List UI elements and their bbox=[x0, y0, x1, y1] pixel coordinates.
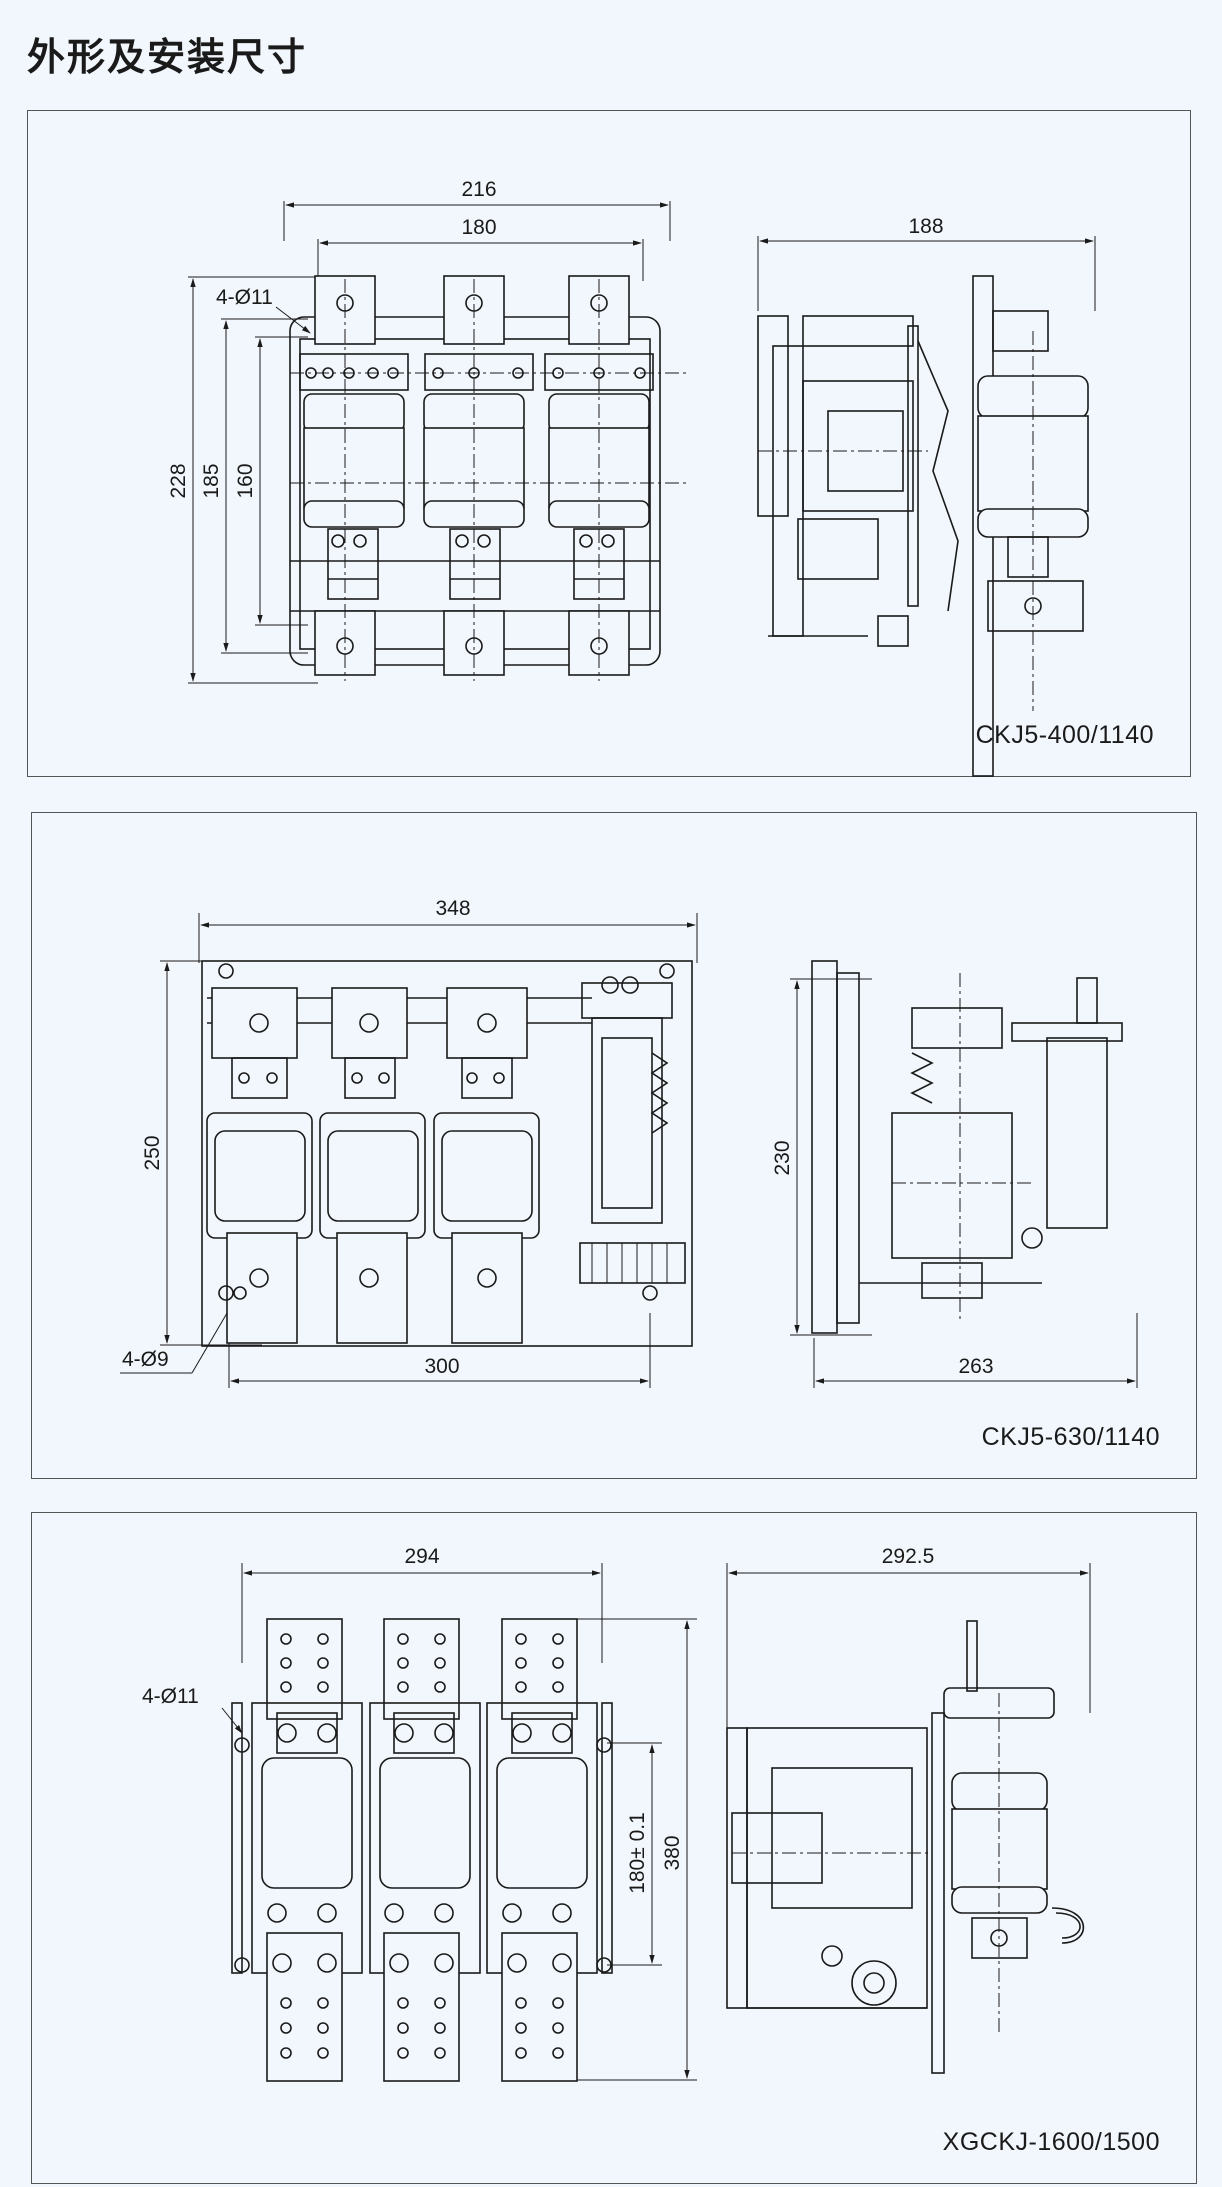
dim-294: 294 bbox=[404, 1545, 439, 1568]
dimension-overall-width: 294 bbox=[241, 1545, 603, 1663]
drawing-panel-xgckj-1600: 294 292.5 380 180± 0.1 4-Ø11 bbox=[31, 1512, 1197, 2184]
side-view-ckj5-630 bbox=[811, 960, 1123, 1334]
front-view-ckj5-630 bbox=[201, 960, 693, 1347]
page-title: 外形及安装尺寸 bbox=[27, 35, 308, 79]
drawing-ckj5-400: 216 180 228 185 160 4-Ø11 bbox=[167, 178, 1096, 777]
dim-380: 380 bbox=[661, 1835, 684, 1870]
dimension-side-height: 230 bbox=[771, 978, 872, 1336]
model-label-2: CKJ5-630/1140 bbox=[981, 1423, 1160, 1451]
dim-160: 160 bbox=[234, 463, 257, 498]
dim-holes: 4-Ø11 bbox=[216, 286, 273, 309]
side-view-xgckj-1600 bbox=[726, 1620, 1085, 2074]
dimension-overall-width: 348 bbox=[198, 897, 698, 963]
dim-180: 180 bbox=[461, 216, 496, 239]
drawing-xgckj-1600: 294 292.5 380 180± 0.1 4-Ø11 bbox=[142, 1545, 1091, 2082]
dim-228: 228 bbox=[167, 463, 190, 498]
dim-250: 250 bbox=[141, 1135, 164, 1170]
model-label-3: XGCKJ-1600/1500 bbox=[942, 2128, 1160, 2156]
model-label-1: CKJ5-400/1140 bbox=[975, 721, 1154, 749]
dimension-overall-width: 216 bbox=[283, 178, 671, 241]
dim-holes: 4-Ø9 bbox=[122, 1348, 169, 1371]
dimension-depth: 292.5 bbox=[726, 1545, 1091, 1743]
dim-180-tol: 180± 0.1 bbox=[626, 1812, 649, 1894]
dim-185: 185 bbox=[200, 463, 223, 498]
dim-263: 263 bbox=[958, 1355, 993, 1378]
dim-230: 230 bbox=[771, 1140, 794, 1175]
drawing-ckj5-630: 348 250 300 4-Ø9 bbox=[120, 897, 1138, 1388]
dim-348: 348 bbox=[435, 897, 470, 920]
dimension-height: 380 bbox=[572, 1618, 697, 2081]
dimension-phase-spacing: 180 bbox=[317, 216, 644, 281]
dimension-height: 250 bbox=[141, 960, 262, 1346]
dim-188: 188 bbox=[908, 215, 943, 238]
dim-holes: 4-Ø11 bbox=[142, 1685, 199, 1708]
dimension-depth: 188 bbox=[757, 215, 1096, 311]
dimension-mount-width: 300 bbox=[228, 1313, 651, 1388]
dim-300: 300 bbox=[424, 1355, 459, 1378]
side-view-ckj5-400 bbox=[757, 275, 1089, 777]
dimension-depth: 263 bbox=[813, 1313, 1138, 1388]
dim-292-5: 292.5 bbox=[882, 1545, 935, 1568]
drawing-panel-ckj5-400: 216 180 228 185 160 4-Ø11 bbox=[27, 110, 1191, 777]
front-view-xgckj-1600 bbox=[231, 1618, 613, 2082]
front-view-ckj5-400 bbox=[289, 275, 688, 681]
drawing-panel-ckj5-630: 348 250 300 4-Ø9 bbox=[31, 812, 1197, 1479]
dimension-heights: 228 185 160 bbox=[167, 276, 318, 684]
dimension-mount-height: 180± 0.1 bbox=[607, 1742, 662, 1966]
dim-216: 216 bbox=[461, 178, 496, 201]
